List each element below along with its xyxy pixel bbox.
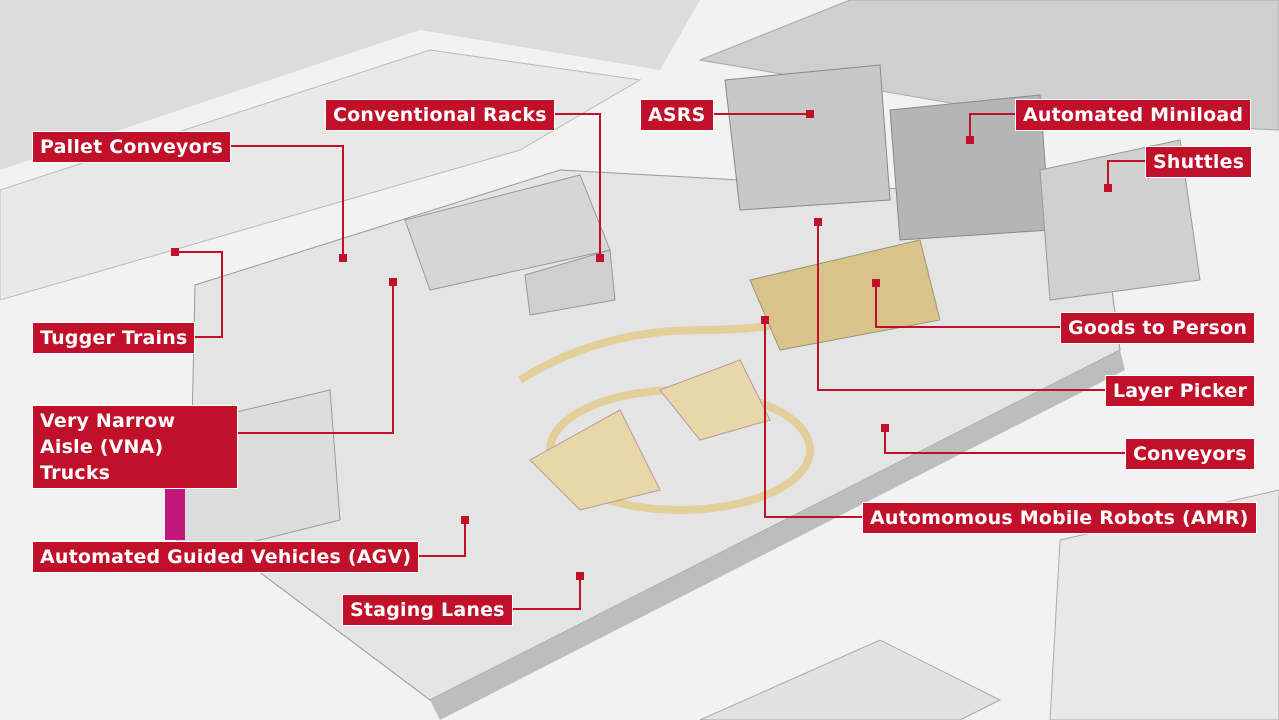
label-tugger-trains: Tugger Trains xyxy=(32,322,196,354)
label-vna-trucks: Very Narrow Aisle (VNA) Trucks xyxy=(32,405,238,489)
label-automated-miniload: Automated Miniload xyxy=(1015,99,1252,131)
label-layer-picker: Layer Picker xyxy=(1105,375,1256,407)
label-staging-lanes: Staging Lanes xyxy=(342,594,513,626)
label-asrs: ASRS xyxy=(640,99,714,131)
label-goods-to-person: Goods to Person xyxy=(1060,312,1256,344)
label-agv: Automated Guided Vehicles (AGV) xyxy=(32,541,420,573)
label-conventional-racks: Conventional Racks xyxy=(325,99,555,131)
label-conveyors: Conveyors xyxy=(1125,438,1255,470)
label-shuttles: Shuttles xyxy=(1145,146,1253,178)
label-amr: Automomous Mobile Robots (AMR) xyxy=(862,502,1257,534)
label-pallet-conveyors: Pallet Conveyors xyxy=(32,131,231,163)
